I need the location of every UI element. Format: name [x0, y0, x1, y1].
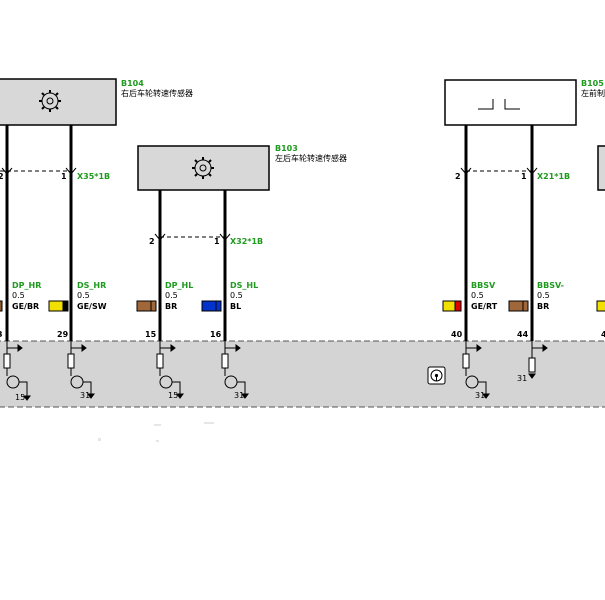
- sensor-box-b103: [137, 145, 270, 191]
- module-pin: 15: [145, 330, 157, 339]
- connector-label: X32*1B: [230, 237, 263, 246]
- component-id: B105: [581, 79, 604, 88]
- wire-signal: DP_HL: [165, 281, 193, 290]
- module-pin: 40: [451, 330, 463, 339]
- wire-label-bbsv-minus: BBSV- 0.5 BR: [537, 281, 564, 311]
- wire-label-bbsv: BBSV 0.5 GE/RT: [471, 281, 498, 311]
- wire-size: 0.5: [12, 291, 25, 300]
- wire-label-ds-hr: DS_HR 0.5 GE/SW: [77, 281, 107, 311]
- wire-signal: BBSV-: [537, 281, 564, 290]
- module-pin: 29: [57, 330, 69, 339]
- pin-label: 1: [61, 172, 67, 181]
- component-desc: 左前制: [581, 88, 605, 98]
- module-pin: 16: [210, 330, 222, 339]
- connector-x32: 2 1 X32*1B: [149, 233, 263, 246]
- scan-artifacts: [98, 422, 214, 442]
- swatch: [48, 300, 69, 312]
- gear-icon: [39, 90, 61, 112]
- internal-circuit-3: [156, 341, 184, 399]
- internal-circuit-6: [528, 341, 548, 379]
- swatch: [0, 300, 3, 312]
- wire-size: 0.5: [77, 291, 90, 300]
- wire-color: BR: [165, 302, 177, 311]
- swatch: [508, 300, 529, 312]
- wire-color: BL: [230, 302, 241, 311]
- connector-x35: 2 1 X35*1B: [0, 167, 110, 181]
- component-b104: B104 右后车轮转速传感器: [0, 78, 193, 126]
- internal-circuit-4: [221, 341, 249, 399]
- component-desc: 右后车轮转速传感器: [121, 88, 193, 98]
- swatch: [201, 300, 222, 312]
- internal-circuit-5: [462, 341, 490, 399]
- module-pin: 44: [517, 330, 529, 339]
- wire-size: 0.5: [471, 291, 484, 300]
- ground-label: 31: [517, 374, 527, 383]
- internal-circuit-2: [67, 341, 95, 399]
- connector-label: X21*1B: [537, 172, 570, 181]
- pin-label: 1: [521, 172, 527, 181]
- wire-color: BR: [537, 302, 549, 311]
- ground-label: 31: [475, 391, 485, 400]
- wire-label-dp-hr: DP_HR 0.5 GE/BR: [12, 281, 41, 311]
- internal-circuit-1: [3, 341, 31, 401]
- ground-label: 31: [80, 391, 90, 400]
- wire-color: GE/BR: [12, 302, 39, 311]
- component-id: B103: [275, 144, 298, 153]
- sensor-box-b105: [444, 79, 577, 126]
- wire-signal: DS_HL: [230, 281, 258, 290]
- ground-label: 15: [15, 393, 25, 402]
- wire-signal: DP_HR: [12, 281, 41, 290]
- wire-signal: DS_HR: [77, 281, 106, 290]
- wire-color: GE/RT: [471, 302, 498, 311]
- swatch: [442, 300, 462, 312]
- gear-icon: [192, 157, 214, 179]
- component-desc: 左后车轮转速传感器: [275, 153, 347, 163]
- wire-signal: BBSV: [471, 281, 496, 290]
- switch-icon: [478, 99, 520, 110]
- ground-label: 31: [234, 391, 244, 400]
- wire-lines: [5, 125, 534, 341]
- swatch: [136, 300, 157, 312]
- steering-wheel-icon: [427, 366, 446, 385]
- swatch-partial: [596, 300, 605, 312]
- edge-pin-right: 4: [601, 330, 605, 339]
- control-module-band: [0, 340, 605, 408]
- connector-label: X35*1B: [77, 172, 110, 181]
- pin-label: 1: [214, 237, 220, 246]
- wire-size: 0.5: [230, 291, 243, 300]
- ground-label: 15: [168, 391, 178, 400]
- pin-label: 2: [149, 237, 155, 246]
- wire-size: 0.5: [165, 291, 178, 300]
- pin-label: 2: [455, 172, 461, 181]
- wire-label-ds-hl: DS_HL 0.5 BL: [230, 281, 258, 311]
- component-b103: B103 左后车轮转速传感器: [137, 144, 347, 191]
- sensor-box-partial: [597, 145, 605, 191]
- component-id: B104: [121, 79, 144, 88]
- pin-label: 2: [0, 172, 4, 181]
- connector-x21: 2 1 X21*1B: [455, 167, 570, 181]
- component-b105: B105 左前制: [444, 79, 605, 126]
- wire-size: 0.5: [537, 291, 550, 300]
- edge-pin-left: 3: [0, 330, 3, 339]
- wire-color: GE/SW: [77, 302, 107, 311]
- wire-label-dp-hl: DP_HL 0.5 BR: [165, 281, 193, 311]
